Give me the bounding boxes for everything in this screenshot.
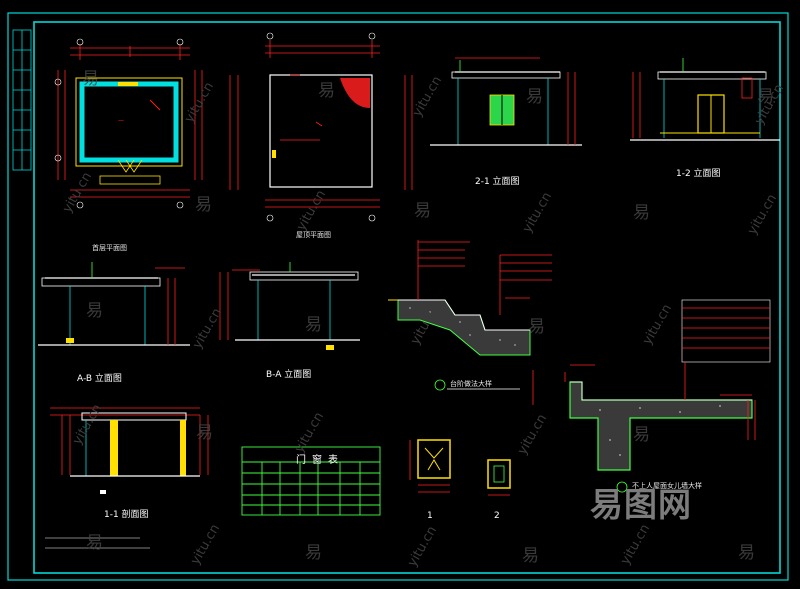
- window-door-table: [241, 446, 381, 516]
- title-elevation-a-b: A-B 立面图: [77, 374, 122, 384]
- step-detail: [388, 240, 552, 405]
- elevation-2-1: [430, 57, 582, 146]
- title-eave-detail: 不上人屋面女儿墙大样: [632, 482, 702, 490]
- outer-frame: [7, 12, 789, 581]
- detail-1-label: 1: [427, 511, 433, 521]
- inner-frame: [33, 21, 781, 574]
- title-elevation-2-1: 2-1 立面图: [475, 177, 520, 187]
- elevation-b-a: [219, 262, 360, 350]
- roof-plan: [229, 32, 413, 222]
- elevation-a-b: [38, 262, 190, 346]
- detail-2-label: 2: [494, 511, 500, 521]
- detail-2: [487, 459, 511, 496]
- title-elevation-b-a: B-A 立面图: [266, 370, 312, 380]
- section-1-1: [45, 407, 209, 549]
- svg-text:—: —: [118, 117, 124, 124]
- detail-1: [409, 439, 451, 493]
- title-section-1-1: 1-1 剖面图: [104, 510, 149, 520]
- floor-plan: —: [54, 38, 203, 209]
- elevation-1-2: [630, 58, 780, 141]
- title-step-detail: 台阶做法大样: [450, 380, 492, 388]
- title-elevation-1-2: 1-2 立面图: [676, 169, 721, 179]
- eave-detail: [564, 299, 771, 493]
- title-window-table: 门窗表: [296, 455, 344, 466]
- binding-strip: [12, 29, 32, 171]
- title-floor-plan: 首层平面图: [92, 244, 127, 252]
- site-logo: 易图网: [590, 485, 692, 524]
- title-roof-plan: 屋顶平面图: [296, 231, 331, 239]
